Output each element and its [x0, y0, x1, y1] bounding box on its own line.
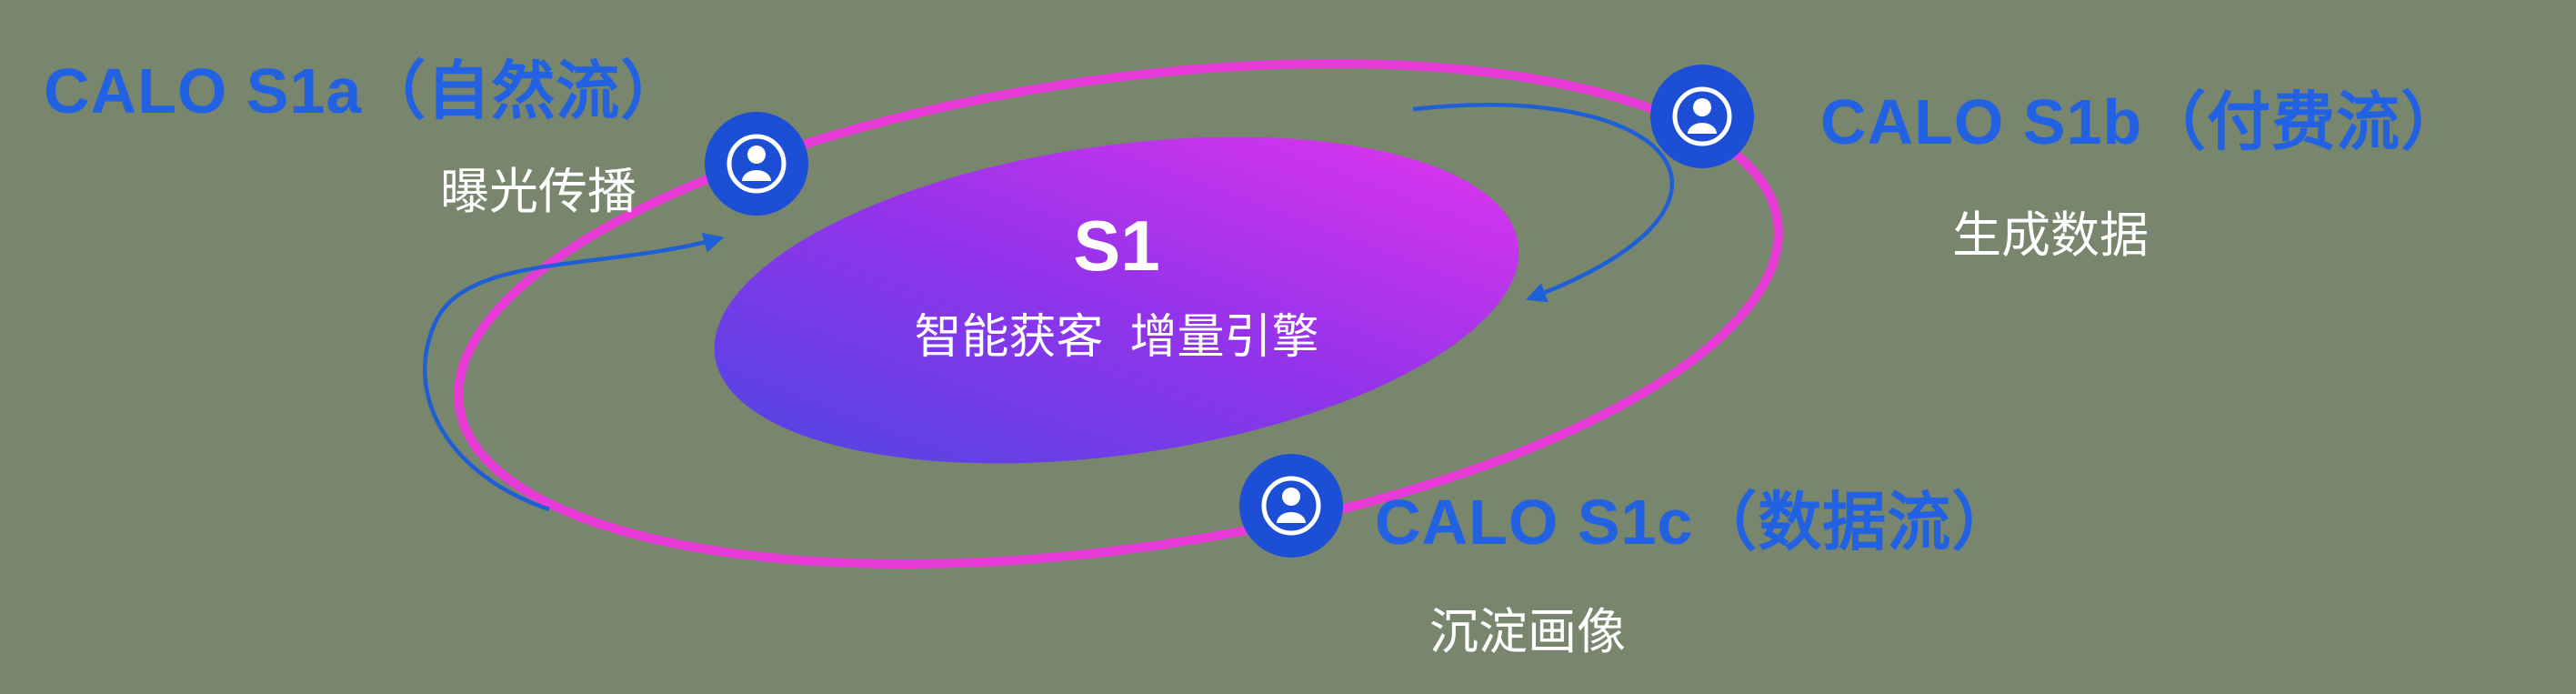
label-s1c: CALO S1c（数据流）: [1375, 487, 2017, 558]
label-s1b: CALO S1b（付费流）: [1820, 86, 2466, 157]
sublabel-s1b: 生成数据: [1952, 208, 2149, 263]
node-s1b: [1650, 65, 1754, 168]
person-icon: [1239, 454, 1343, 558]
flow-arrow-right-down: [1412, 103, 1675, 303]
label-s1a: CALO S1a（自然流）: [44, 55, 686, 126]
core-ellipse: [714, 136, 1519, 464]
node-s1a: [705, 112, 808, 216]
sublabel-s1c: 沉淀画像: [1429, 605, 1626, 659]
node-s1c: [1239, 454, 1343, 558]
flow-arrow-left-up: [423, 232, 725, 512]
orbit-ring: [454, 58, 1783, 569]
person-icon: [705, 112, 808, 216]
sublabel-s1a: 曝光传播: [440, 165, 636, 219]
person-icon: [1650, 65, 1754, 168]
